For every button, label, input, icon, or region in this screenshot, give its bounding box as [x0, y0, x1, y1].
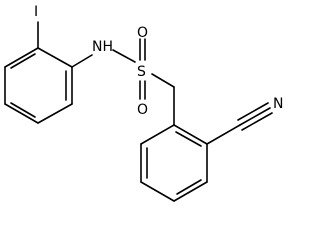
ring2-bond-6 [140, 124, 175, 145]
ring2-bond-3 [173, 181, 208, 202]
ring-nitrile-carbon-bond [206, 124, 241, 145]
nitrile-nitrogen-label: N [273, 96, 283, 112]
nitrile-triple-bond-c [241, 112, 273, 131]
sulfur-label: S [137, 64, 146, 80]
ring1-double-3 [10, 53, 36, 69]
nitrile-triple-bond-b [237, 102, 269, 121]
ring2-bond-4 [140, 181, 175, 202]
oxygen-top-label: O [137, 25, 148, 41]
ring1-bond-3 [37, 103, 73, 124]
nitrile-triple-bond-a [239, 107, 271, 126]
ring1-bond-4 [4, 103, 39, 124]
oxygen-bottom-label: O [137, 102, 148, 118]
amine-label: NH [92, 39, 113, 55]
iodine-label: I [34, 4, 38, 20]
ring1-bond-1 [37, 47, 73, 68]
ring2-bond-1 [173, 124, 208, 145]
carbon-nitrogen-bond [71, 54, 93, 68]
ring1-double-2 [10, 102, 36, 118]
ring1-bond-6 [4, 47, 39, 68]
sulfur-methylene-bond [151, 73, 175, 88]
nitrogen-sulfur-bond [112, 49, 136, 63]
ring2-double-1 [175, 131, 202, 147]
iodophenyl-ring [4, 47, 73, 124]
cyanophenyl-ring [140, 124, 208, 202]
ring2-double-2 [176, 179, 202, 195]
structure-diagram: I NH S O O N [4, 4, 283, 202]
